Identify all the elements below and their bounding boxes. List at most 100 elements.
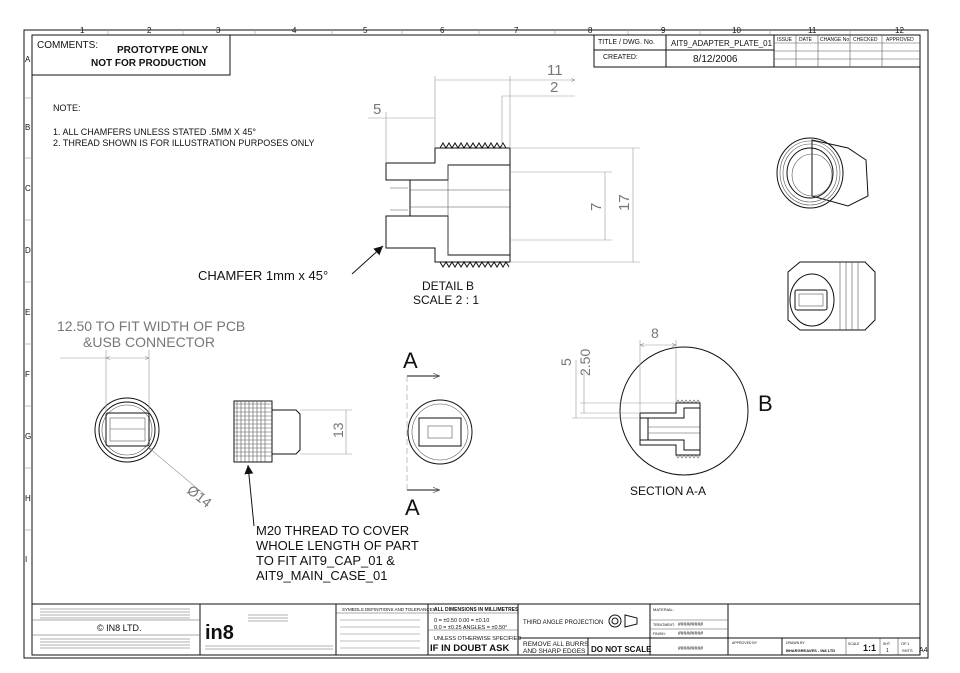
thread-note-1: M20 THREAD TO COVER [256, 523, 409, 538]
dim-11: 11 [547, 62, 563, 79]
front-view-dims [60, 350, 206, 496]
of-label: OF [901, 641, 907, 646]
comments-line2: NOT FOR PRODUCTION [91, 58, 206, 69]
tolerance-1: 0 = ±0.50 0.00 = ±0.10 [434, 618, 489, 624]
zone-ticks [24, 30, 851, 531]
part-value: ######### [678, 646, 703, 652]
paper-size: A4 [919, 647, 928, 654]
section-mark-bottom: A [405, 495, 420, 520]
dim-13: 13 [330, 422, 346, 438]
title-block-top [593, 34, 921, 68]
col-label: 6 [440, 26, 445, 35]
row-label: B [25, 123, 30, 132]
rev-header: CHECKED [853, 37, 878, 43]
row-label: I [25, 555, 27, 564]
row-label: H [25, 494, 31, 503]
dim-17: 17 [616, 194, 633, 211]
rev-header: ISSUE [777, 37, 793, 43]
col-label: 12 [895, 26, 904, 35]
treatment-value: ######### [678, 622, 703, 628]
section-mark-top: A [403, 348, 418, 373]
detail-b-section [385, 142, 511, 268]
col-label: 1 [80, 26, 85, 35]
col-label: 4 [292, 26, 297, 35]
title-block [31, 603, 921, 656]
title-label: TITLE / DWG. No. [598, 39, 655, 46]
dim-8: 8 [651, 325, 659, 341]
thread-note-4: AIT9_MAIN_CASE_01 [256, 568, 388, 583]
row-label: D [25, 246, 31, 255]
rev-header: DATE [799, 37, 813, 43]
note-2: 2. THREAD SHOWN IS FOR ILLUSTRATION PURP… [53, 138, 315, 148]
notes-heading: NOTE: [53, 103, 81, 113]
burrs-line-2: AND SHARP EDGES [523, 648, 586, 655]
comments-line1: PROTOTYPE ONLY [117, 45, 208, 56]
comments-box [31, 34, 231, 76]
side-view-dims [300, 409, 352, 455]
back-view [406, 376, 473, 490]
dimensions-header: ALL DIMENSIONS IN MILLIMETRES [434, 607, 519, 613]
dim-2: 2 [550, 79, 558, 96]
do-not-scale: DO NOT SCALE [591, 645, 652, 654]
chamfer-leader [351, 245, 384, 275]
row-label: F [25, 370, 30, 379]
row-label: G [25, 432, 31, 441]
section-title: SECTION A-A [630, 484, 706, 498]
col-label: 10 [732, 26, 741, 35]
thread-leader [244, 464, 255, 527]
detail-b-dims [368, 76, 640, 263]
scale-value: 1:1 [863, 643, 876, 653]
col-label: 2 [147, 26, 152, 35]
zone-labels: 1 2 3 4 5 6 7 8 9 10 11 12 A B C D E F G… [25, 26, 904, 564]
created-date: 8/12/2006 [693, 54, 738, 65]
section-dims [572, 340, 677, 419]
dim-5: 5 [373, 101, 381, 118]
if-in-doubt: IF IN DOUBT ASK [430, 643, 509, 654]
detail-b-title: DETAIL B [422, 279, 474, 293]
chamfer-note: CHAMFER 1mm x 45° [198, 268, 328, 283]
note-1: 1. ALL CHAMFERS UNLESS STATED .5MM X 45° [53, 127, 256, 137]
drawn-by-label: DRAWN BY [786, 641, 805, 645]
col-label: 3 [216, 26, 221, 35]
dim-7: 7 [588, 203, 605, 211]
col-label: 8 [588, 26, 593, 35]
sheet-value: 1 [886, 648, 889, 654]
row-label: A [25, 55, 31, 64]
finish-value: ######### [678, 631, 703, 637]
sheets-label: SHTS [902, 648, 913, 653]
thread-note-3: TO FIT AIT9_CAP_01 & [256, 553, 395, 568]
drawing-number: AIT9_ADAPTER_PLATE_01 [671, 38, 772, 48]
company-logo: in8 [205, 622, 234, 644]
detail-b-scale: SCALE 2 : 1 [413, 293, 479, 307]
front-view [94, 397, 160, 463]
pcb-note-2: &USB CONNECTOR [83, 334, 215, 350]
thread-note-2: WHOLE LENGTH OF PART [256, 538, 419, 553]
dim-5-section: 5 [558, 358, 574, 366]
created-label: CREATED: [603, 54, 638, 61]
sheet-label: SHT [883, 642, 891, 646]
burrs-line-1: REMOVE ALL BURRS [523, 641, 589, 648]
approved-by-label: APPROVED BY [732, 641, 758, 645]
col-label: 11 [808, 26, 817, 35]
material-label: MATERIAL: [653, 607, 674, 612]
isometric-view-top [776, 137, 869, 209]
col-label: 7 [514, 26, 519, 35]
side-view [233, 400, 301, 463]
revision-headers: ISSUE DATE CHANGE No CHECKED APPROVED [777, 37, 914, 43]
rev-header: CHANGE No [820, 37, 849, 43]
treatment-label: TREATMENT: [653, 623, 675, 627]
of-value: 1 [907, 641, 910, 646]
isometric-view-bottom [787, 261, 876, 331]
finish-label: FINISH: [653, 632, 665, 636]
projection-label: THIRD ANGLE PROJECTION [523, 620, 603, 626]
col-label: 9 [661, 26, 666, 35]
row-label: C [25, 184, 31, 193]
drawn-by-value: BHARGREAVES - IN8 LTD [786, 648, 835, 653]
diameter-14: Ø14 [184, 482, 215, 511]
row-label: E [25, 308, 30, 317]
section-a-a [619, 346, 749, 476]
rev-header: APPROVED [886, 37, 914, 43]
detail-b-marker: B [758, 391, 773, 416]
scale-label: SCALE [848, 642, 860, 646]
